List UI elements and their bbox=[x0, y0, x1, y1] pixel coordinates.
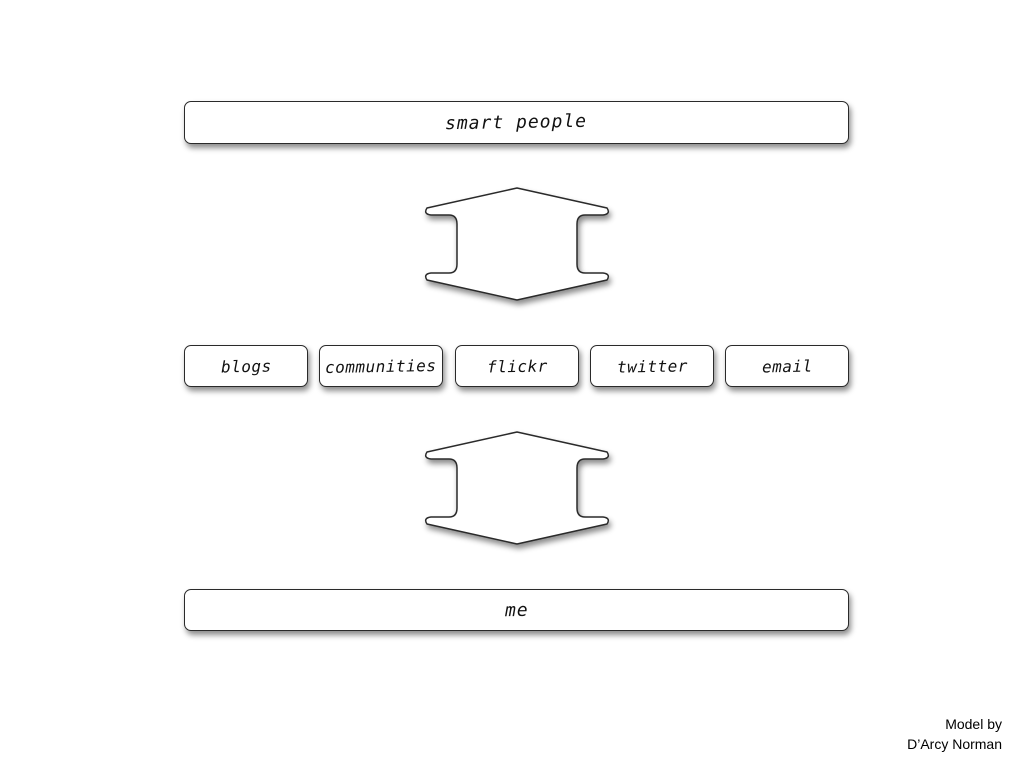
channel-label: blogs bbox=[220, 356, 272, 376]
channel-label: flickr bbox=[486, 355, 548, 377]
credit-line-2: D’Arcy Norman bbox=[907, 736, 1002, 752]
channel-blogs: blogs bbox=[184, 345, 308, 387]
channel-communities: communities bbox=[319, 345, 443, 387]
double-arrow-bottom bbox=[424, 431, 610, 545]
me-label: me bbox=[504, 599, 529, 621]
channel-email: email bbox=[725, 345, 849, 387]
channel-flickr: flickr bbox=[455, 345, 579, 387]
smart-people-box: smart people bbox=[184, 101, 849, 144]
credit-line-1: Model by bbox=[945, 716, 1002, 732]
channel-twitter: twitter bbox=[590, 345, 714, 387]
smart-people-label: smart people bbox=[445, 110, 588, 135]
channel-label: email bbox=[761, 356, 813, 376]
credit: Model by D’Arcy Norman bbox=[907, 714, 1002, 754]
channel-label: communities bbox=[325, 355, 437, 377]
me-box: me bbox=[184, 589, 849, 631]
double-arrow-top bbox=[424, 187, 610, 301]
channel-label: twitter bbox=[616, 355, 688, 377]
